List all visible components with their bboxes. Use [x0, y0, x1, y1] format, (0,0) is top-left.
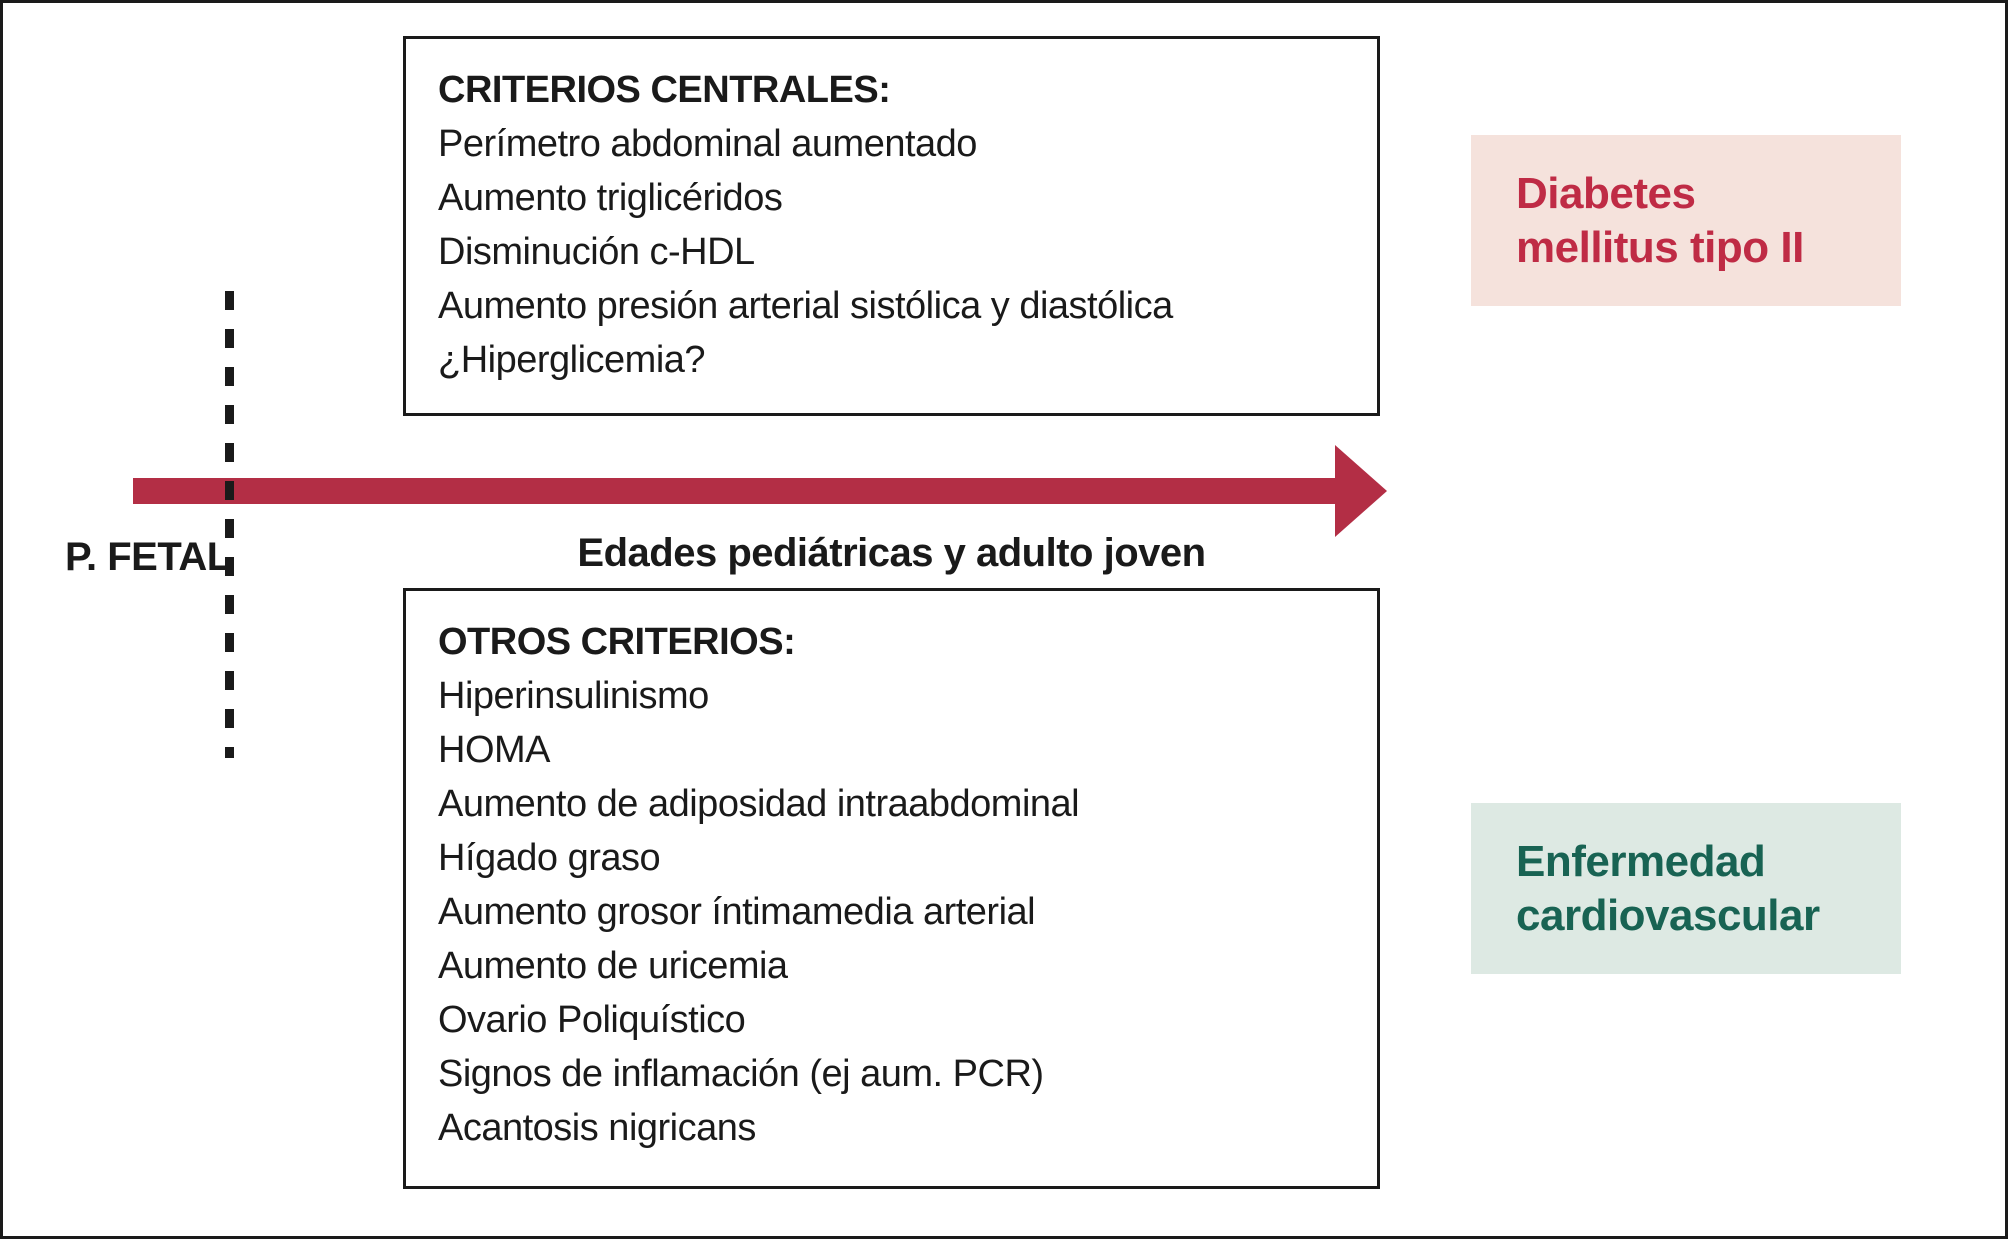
diabetes-outcome-box: Diabetes mellitus tipo II [1471, 135, 1901, 306]
criteria-item: HOMA [438, 729, 551, 771]
timeline-arrow-shaft [133, 478, 1336, 504]
central-criteria-title: CRITERIOS CENTRALES: [438, 69, 891, 111]
criteria-item: ¿Hiperglicemia? [438, 339, 706, 381]
criteria-item: Aumento de uricemia [438, 945, 788, 987]
diabetes-outcome-line-2: mellitus tipo II [1516, 222, 1804, 272]
cardiovascular-outcome-box: Enfermedad cardiovascular [1471, 803, 1901, 974]
criteria-item: Signos de inflamación (ej aum. PCR) [438, 1053, 1044, 1095]
fetal-period-label: P. FETAL [65, 535, 231, 579]
criteria-item: Hígado graso [438, 837, 661, 879]
criteria-item: Hiperinsulinismo [438, 675, 709, 717]
criteria-item: Aumento de adiposidad intraabdominal [438, 783, 1080, 825]
criteria-item: Aumento triglicéridos [438, 177, 783, 219]
cardiovascular-outcome-line-1: Enfermedad [1516, 836, 1766, 886]
diabetes-outcome-line-1: Diabetes [1516, 168, 1696, 218]
criteria-item: Acantosis nigricans [438, 1107, 756, 1149]
criteria-item: Disminución c-HDL [438, 231, 755, 273]
cardiovascular-outcome-line-2: cardiovascular [1516, 890, 1820, 940]
criteria-item: Aumento presión arterial sistólica y dia… [438, 285, 1173, 327]
central-criteria-box: CRITERIOS CENTRALES: Perímetro abdominal… [403, 36, 1380, 416]
criteria-item: Aumento grosor íntimamedia arterial [438, 891, 1036, 933]
fetal-divider-dashed-line [225, 291, 234, 758]
criteria-item: Perímetro abdominal aumentado [438, 123, 977, 165]
other-criteria-title: OTROS CRITERIOS: [438, 621, 796, 663]
timeline-arrow-head-icon [1335, 445, 1387, 537]
criteria-item: Ovario Poliquístico [438, 999, 746, 1041]
timeline-label: Edades pediátricas y adulto joven [577, 531, 1206, 575]
